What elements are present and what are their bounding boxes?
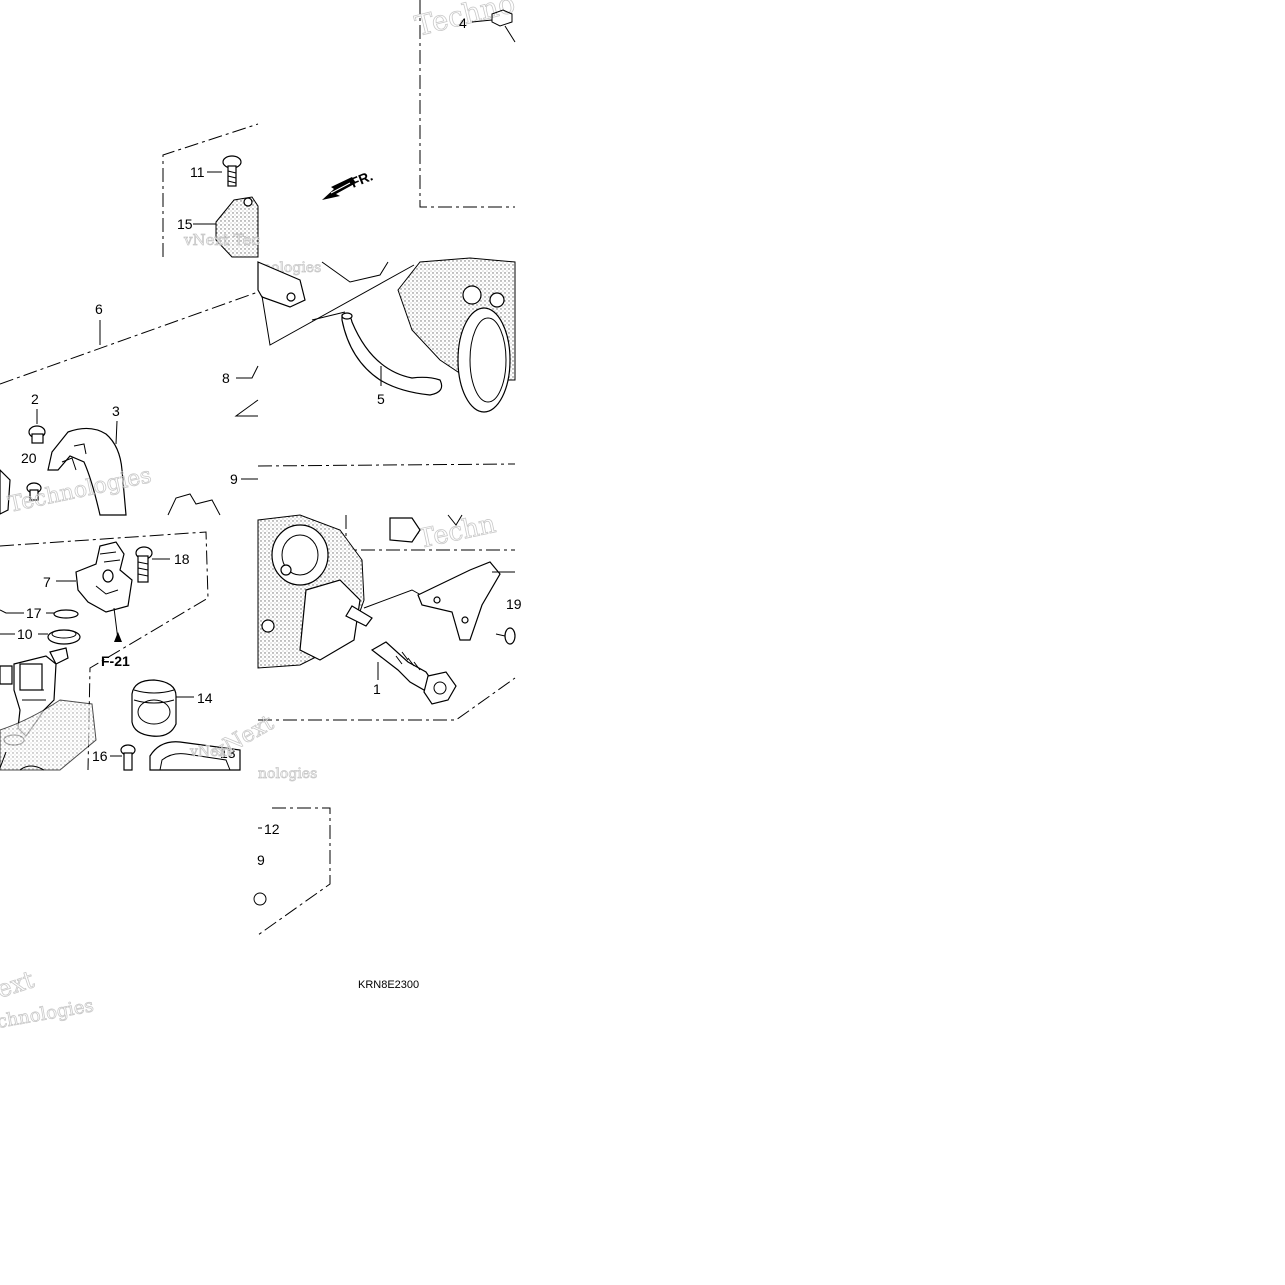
callout-16: 16: [92, 748, 108, 764]
insulator-14: [131, 679, 177, 737]
seal-10: [47, 629, 81, 645]
bolt-20: [26, 482, 42, 501]
tile-lower-left: 18 7 F-21 17 10: [0, 531, 279, 771]
watermark-text: Technologies: [6, 463, 154, 518]
tile-middle-right: nologies 5: [257, 257, 516, 413]
throttle-bore: [457, 307, 511, 413]
callout-2: 2: [31, 391, 39, 407]
o-ring-17: [53, 609, 79, 619]
callout-1: 1: [373, 681, 381, 697]
front-direction-arrow: FR.: [322, 167, 375, 200]
fuel-injector: [0, 647, 69, 746]
tile-top-left: 11 15 vNext Tec: [162, 123, 260, 258]
bolt-16: [120, 744, 136, 771]
drawing-code: KRN8E2300: [358, 979, 419, 991]
callout-6: 6: [95, 301, 103, 317]
reference-label: F-21: [101, 653, 130, 669]
callout-17: 17: [26, 605, 42, 621]
callout-3: 3: [112, 403, 120, 419]
callout-18: 18: [174, 551, 190, 567]
callout-8: 8: [222, 370, 230, 386]
bolt-11: [222, 155, 242, 187]
callout-9-top: 9: [230, 471, 238, 487]
screw-19: [495, 627, 516, 645]
bracket-15: [215, 196, 259, 258]
callout-14: 14: [197, 690, 213, 706]
sensor-1: [370, 641, 457, 705]
watermark-text: Techn: [415, 509, 499, 555]
callout-19: 19: [506, 596, 522, 612]
tile-top-right: Techno 4 FR.: [322, 0, 519, 208]
watermark-text: vNext Tec: [183, 231, 260, 249]
gasket-13: [149, 741, 241, 771]
callout-20: 20: [21, 450, 37, 466]
callout-13: 13: [220, 745, 236, 761]
callout-12: 12: [264, 821, 280, 837]
tile-bottom: nologies 12 9 ext chnologies KRN8E2300: [0, 766, 419, 1034]
cover-3: [47, 427, 127, 516]
callout-9-bottom: 9: [257, 852, 265, 868]
watermark-text: ext: [0, 965, 38, 1003]
bolt-18: [135, 546, 153, 583]
watermark-text: vNext: [189, 744, 232, 760]
watermark-text: nologies: [258, 766, 317, 782]
hose-5: [341, 313, 443, 396]
front-marker-label: FR.: [348, 167, 375, 190]
watermark-text: chnologies: [0, 995, 95, 1033]
callout-15: 15: [177, 216, 193, 232]
callout-10: 10: [17, 626, 33, 642]
tile-lower-right: Techn 19 1: [257, 509, 522, 721]
callout-5: 5: [377, 391, 385, 407]
callout-11: 11: [190, 164, 205, 180]
callout-4: 4: [459, 15, 467, 31]
callout-7: 7: [43, 574, 51, 590]
clip: [389, 517, 421, 543]
bracket: [417, 561, 501, 641]
bolt-2: [28, 425, 46, 444]
